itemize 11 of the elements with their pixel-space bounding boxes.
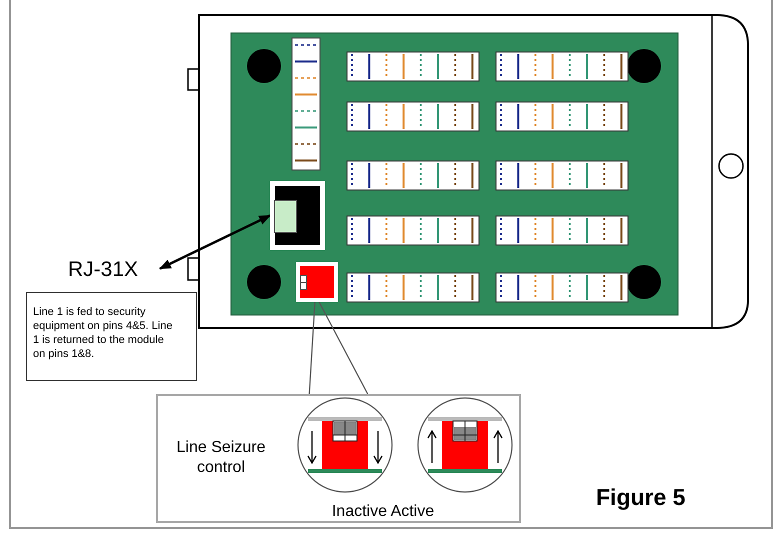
note-box: Line 1 is fed to security equipment on pins 4&5. Line 1 is returned to the module on pins 1&8.	[26, 292, 197, 381]
position-labels: Inactive Active	[330, 502, 436, 522]
rj-31x-jack	[270, 181, 325, 250]
figure-number: Figure 5	[596, 484, 686, 511]
line-seizure-switch	[296, 262, 338, 302]
double-arrow	[158, 214, 272, 270]
callout-line	[308, 302, 316, 394]
callout-line	[318, 302, 368, 394]
inset-panel	[156, 394, 521, 523]
connector-label: RJ-31X	[68, 256, 160, 284]
panel-heading: Line Seizure control	[176, 438, 266, 478]
